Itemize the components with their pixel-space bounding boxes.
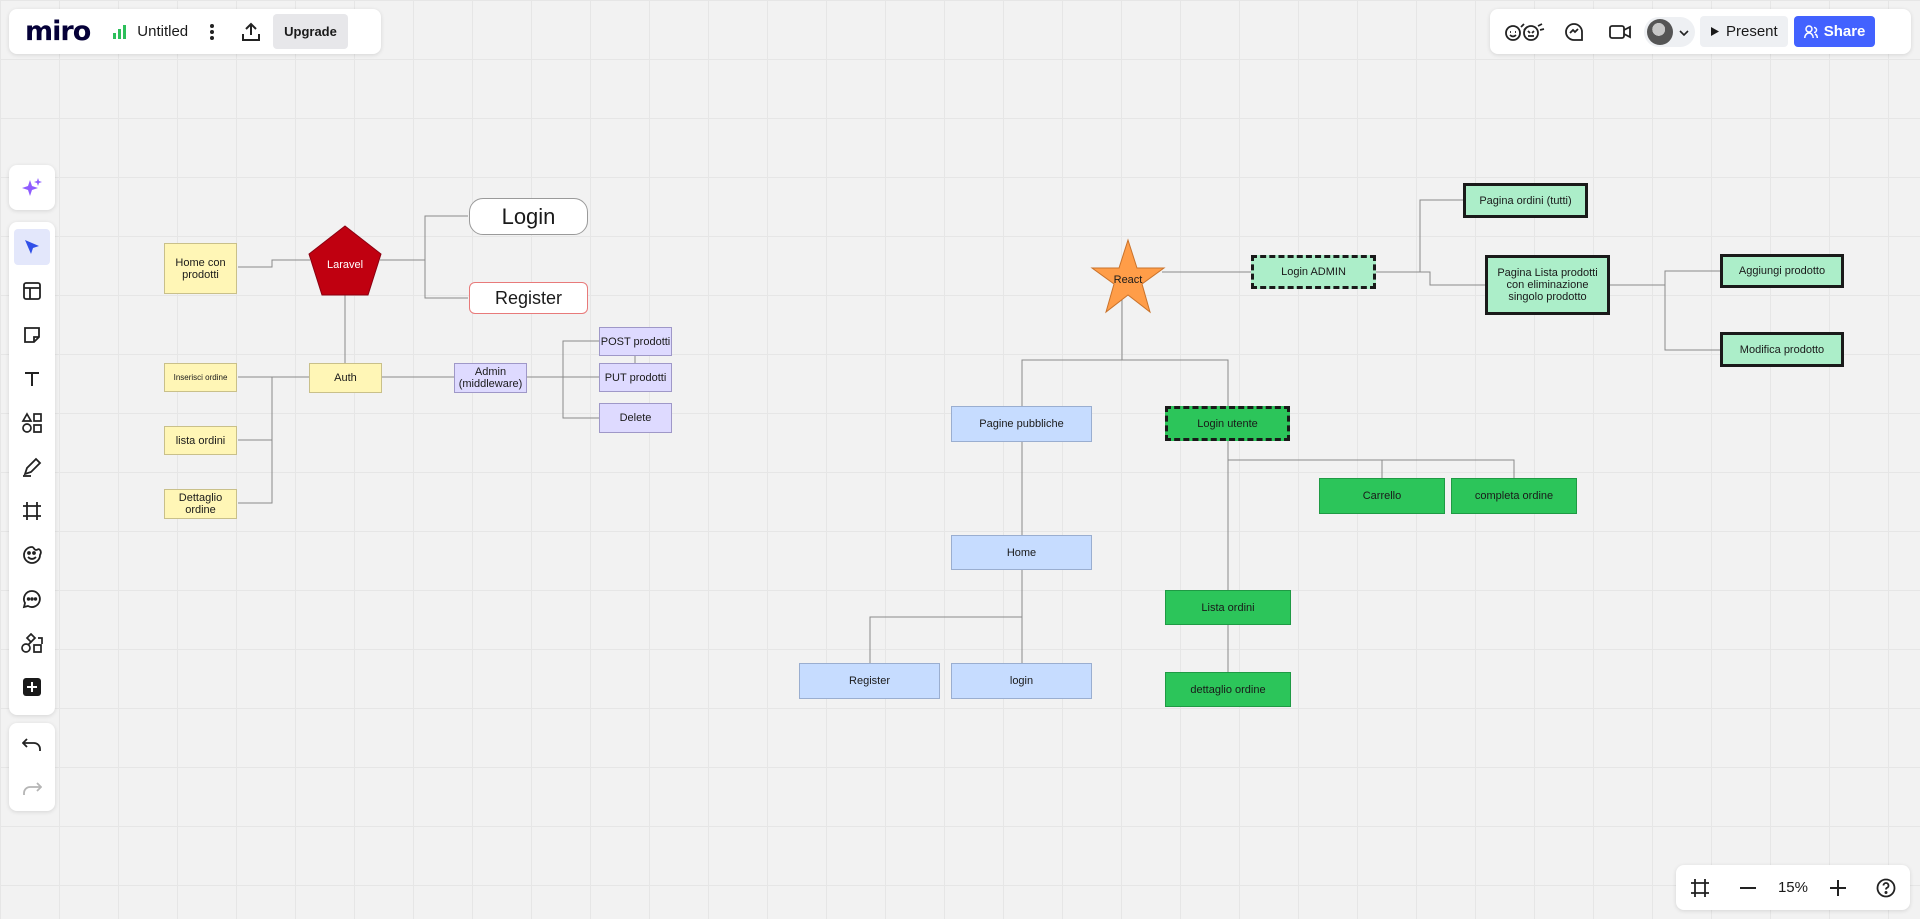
- present-button[interactable]: Present: [1700, 16, 1788, 47]
- pen-icon[interactable]: [14, 449, 50, 485]
- share-button[interactable]: Share: [1793, 16, 1876, 47]
- undo-redo-panel: [9, 723, 55, 811]
- ai-panel: [9, 165, 55, 210]
- connector-auth-dettaglio: [238, 376, 309, 504]
- present-label: Present: [1726, 23, 1778, 40]
- register-node[interactable]: Register: [469, 282, 588, 314]
- ai-sparkle-icon[interactable]: [14, 170, 50, 206]
- home-con-prodotti-node[interactable]: Home con prodotti: [164, 243, 237, 294]
- pagina-lista-prodotti-node[interactable]: Pagina Lista prodotti con eliminazione s…: [1485, 255, 1610, 315]
- connector-auth-lista: [238, 376, 309, 441]
- react-star-shape: [1090, 238, 1166, 314]
- auth-node[interactable]: Auth: [309, 363, 382, 393]
- frame-icon[interactable]: [14, 493, 50, 529]
- fit-to-screen-icon[interactable]: [1682, 870, 1718, 906]
- register-react-node[interactable]: Register: [799, 663, 940, 699]
- undo-icon[interactable]: [14, 727, 50, 763]
- share-users-icon: [1803, 24, 1818, 38]
- carrello-node[interactable]: Carrello: [1319, 478, 1445, 514]
- connector-admin-post: [527, 340, 599, 378]
- connector-loginutente-completa: [1227, 441, 1515, 478]
- video-call-icon[interactable]: [1602, 14, 1638, 50]
- login-node[interactable]: Login: [469, 198, 588, 235]
- export-icon[interactable]: [241, 22, 261, 42]
- redo-icon[interactable]: [14, 771, 50, 807]
- inserisci-ordine-node[interactable]: Inserisci ordine: [164, 363, 237, 392]
- login-utente-node[interactable]: Login utente: [1165, 406, 1290, 441]
- put-prodotti-node[interactable]: PUT prodotti: [599, 363, 672, 392]
- share-label: Share: [1823, 23, 1866, 40]
- home-node[interactable]: Home: [951, 535, 1092, 570]
- connector-loginadmin-lista: [1375, 271, 1485, 286]
- sticky-note-icon[interactable]: [14, 317, 50, 353]
- connector-laravel-register: [380, 259, 468, 299]
- zoom-out-icon[interactable]: [1730, 870, 1766, 906]
- dettaglio-ordine-node[interactable]: Dettaglio ordine: [164, 489, 237, 519]
- laravel-pentagon-shape: [308, 225, 382, 296]
- more-apps-icon[interactable]: [14, 669, 50, 705]
- dettaglio-ordine-react-node[interactable]: dettaglio ordine: [1165, 672, 1291, 707]
- modifica-prodotto-node[interactable]: Modifica prodotto: [1720, 332, 1844, 367]
- connector-laravel-home: [238, 259, 310, 268]
- miro-logo[interactable]: miro: [25, 16, 91, 47]
- zoom-level[interactable]: 15%: [1777, 879, 1808, 896]
- left-toolbar: [9, 222, 55, 715]
- pagina-ordini-node[interactable]: Pagina ordini (tutti): [1463, 183, 1588, 218]
- more-options-icon[interactable]: [209, 23, 215, 41]
- connector-home-register: [869, 570, 1023, 663]
- top-right-bar: Present Share: [1490, 9, 1911, 54]
- upgrade-button[interactable]: Upgrade: [273, 14, 348, 49]
- pagine-pubbliche-node[interactable]: Pagine pubbliche: [951, 406, 1092, 442]
- react-node-label[interactable]: React: [1113, 274, 1143, 286]
- chat-icon[interactable]: [1556, 14, 1592, 50]
- aggiungi-prodotto-node[interactable]: Aggiungi prodotto: [1720, 254, 1844, 288]
- board-stats-icon[interactable]: [112, 24, 128, 39]
- comment-icon[interactable]: [14, 581, 50, 617]
- stickers-icon[interactable]: [14, 537, 50, 573]
- templates-icon[interactable]: [14, 273, 50, 309]
- shapes-icon[interactable]: [14, 405, 50, 441]
- completa-ordine-node[interactable]: completa ordine: [1451, 478, 1577, 514]
- laravel-node-label[interactable]: Laravel: [326, 259, 364, 271]
- reactions-icon[interactable]: [1502, 14, 1548, 50]
- chevron-down-icon[interactable]: [1679, 23, 1689, 41]
- connector-lista-aggiungi: [1609, 270, 1720, 286]
- connector-lista-modifica: [1609, 284, 1720, 351]
- flow-icon[interactable]: [14, 625, 50, 661]
- connector-admin-delete: [527, 376, 599, 419]
- play-icon: [1711, 27, 1719, 36]
- post-prodotti-node[interactable]: POST prodotti: [599, 327, 672, 356]
- zoom-in-icon[interactable]: [1820, 870, 1856, 906]
- lista-ordini-react-node[interactable]: Lista ordini: [1165, 590, 1291, 625]
- text-icon[interactable]: [14, 361, 50, 397]
- connector-laravel-login: [380, 215, 468, 261]
- connector-react-pubbliche: [1021, 300, 1123, 406]
- connector-react-loginutente: [1121, 300, 1229, 406]
- connector-loginadmin-ordini: [1375, 199, 1463, 273]
- collaborators-menu[interactable]: [1644, 16, 1695, 47]
- delete-node[interactable]: Delete: [599, 403, 672, 433]
- zoom-bar: 15%: [1676, 865, 1910, 910]
- board-title[interactable]: Untitled: [137, 23, 189, 40]
- avatar[interactable]: [1647, 18, 1673, 45]
- login-react-node[interactable]: login: [951, 663, 1092, 699]
- select-cursor-icon[interactable]: [14, 229, 50, 265]
- help-icon[interactable]: [1868, 870, 1904, 906]
- lista-ordini-node[interactable]: lista ordini: [164, 426, 237, 455]
- login-admin-node[interactable]: Login ADMIN: [1251, 255, 1376, 289]
- admin-middleware-node[interactable]: Admin (middleware): [454, 363, 527, 393]
- top-left-bar: miro Untitled Upgrade: [9, 9, 381, 54]
